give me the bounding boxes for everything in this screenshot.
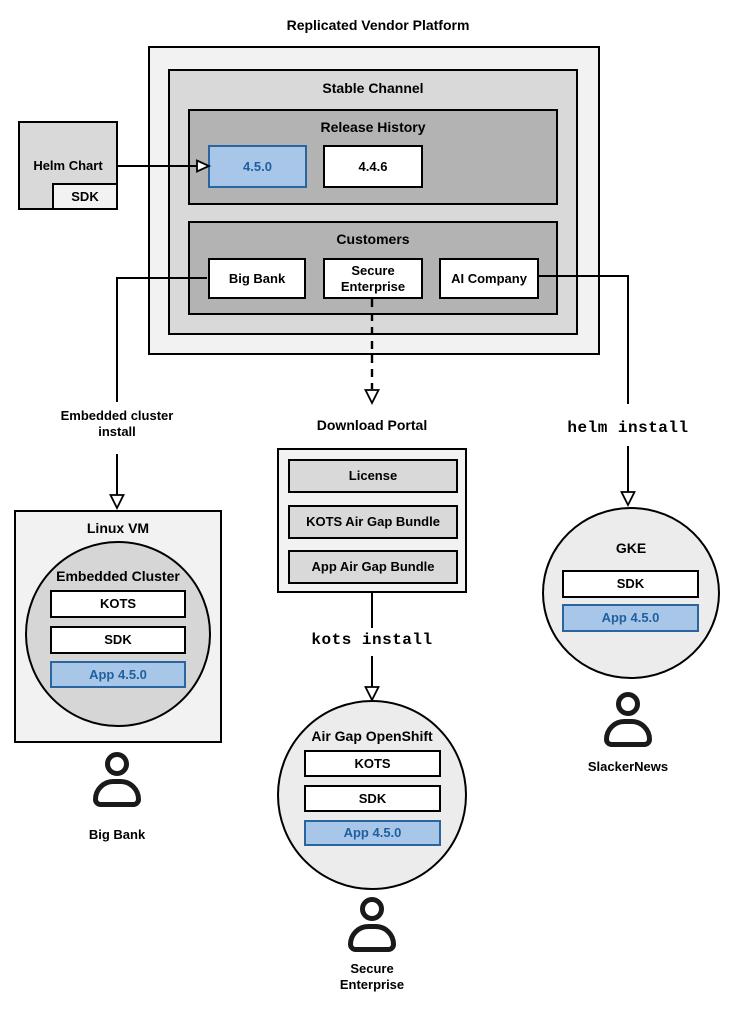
airgap-openshift-title: Air Gap OpenShift [311,728,433,744]
embedded-cluster-circle: Embedded Cluster KOTS SDK App 4.5.0 [25,541,211,727]
linux-vm-box: Linux VM Embedded Cluster KOTS SDK App 4… [14,510,222,743]
helm-sdk-box: SDK [52,183,118,210]
linux-vm-title: Linux VM [86,520,150,536]
helm-chart-box: Helm Chart SDK [18,121,118,210]
user-body-icon [348,924,396,952]
gke-title: GKE [615,540,647,556]
secure-dashed-arrowhead [364,389,380,406]
big-bank-user-icon [93,752,141,807]
airgap-app-box: App 4.5.0 [304,820,441,846]
release-history-title: Release History [320,119,426,135]
customer-secure-enterprise-box: Secure Enterprise [323,258,423,299]
helm-chart-label: Helm Chart [33,158,103,173]
gke-sdk-box: SDK [562,570,699,598]
user-head-icon [105,752,129,776]
customers-box: Customers Big Bank Secure Enterprise AI … [188,221,558,315]
release-4-4-6-box: 4.4.6 [323,145,423,188]
portal-app-bundle-box: App Air Gap Bundle [288,550,458,584]
embedded-cluster-title: Embedded Cluster [56,568,180,584]
stable-channel-title: Stable Channel [322,80,424,96]
release-history-box: Release History 4.5.0 4.4.6 [188,109,558,205]
embedded-app-box: App 4.5.0 [50,661,186,688]
kots-install-label: kots install [311,631,433,649]
vendor-platform-box: Stable Channel Release History 4.5.0 4.4… [148,46,600,355]
airgap-sdk-box: SDK [304,785,441,812]
user-head-icon [616,692,640,716]
portal-license-box: License [288,459,458,493]
embedded-sdk-box: SDK [50,626,186,654]
download-portal-box: License KOTS Air Gap Bundle App Air Gap … [277,448,467,593]
helm-install-arrowhead [620,491,636,508]
customer-big-bank-box: Big Bank [208,258,306,299]
release-4-5-0-box: 4.5.0 [208,145,307,188]
customer-ai-company-box: AI Company [439,258,539,299]
secure-enterprise-user-icon [348,897,396,952]
stable-channel-box: Stable Channel Release History 4.5.0 4.4… [168,69,578,335]
user-head-icon [360,897,384,921]
secure-enterprise-user-label: Secure Enterprise [339,961,405,993]
embedded-kots-box: KOTS [50,590,186,618]
embedded-install-arrowhead [109,494,125,511]
download-portal-title: Download Portal [316,417,428,433]
embedded-cluster-install-label: Embedded cluster install [60,408,174,440]
helm-install-label: helm install [567,419,689,437]
portal-kots-bundle-box: KOTS Air Gap Bundle [288,505,458,539]
kots-install-arrowhead [364,686,380,703]
slackernews-user-label: SlackerNews [587,759,669,774]
airgap-kots-box: KOTS [304,750,441,777]
gke-circle: GKE SDK App 4.5.0 [542,507,720,679]
slackernews-user-icon [604,692,652,747]
gke-app-box: App 4.5.0 [562,604,699,632]
big-bank-user-label: Big Bank [88,827,146,842]
user-body-icon [604,719,652,747]
diagram-title: Replicated Vendor Platform [286,17,470,33]
airgap-openshift-circle: Air Gap OpenShift KOTS SDK App 4.5.0 [277,700,467,890]
customers-title: Customers [336,231,410,247]
user-body-icon [93,779,141,807]
